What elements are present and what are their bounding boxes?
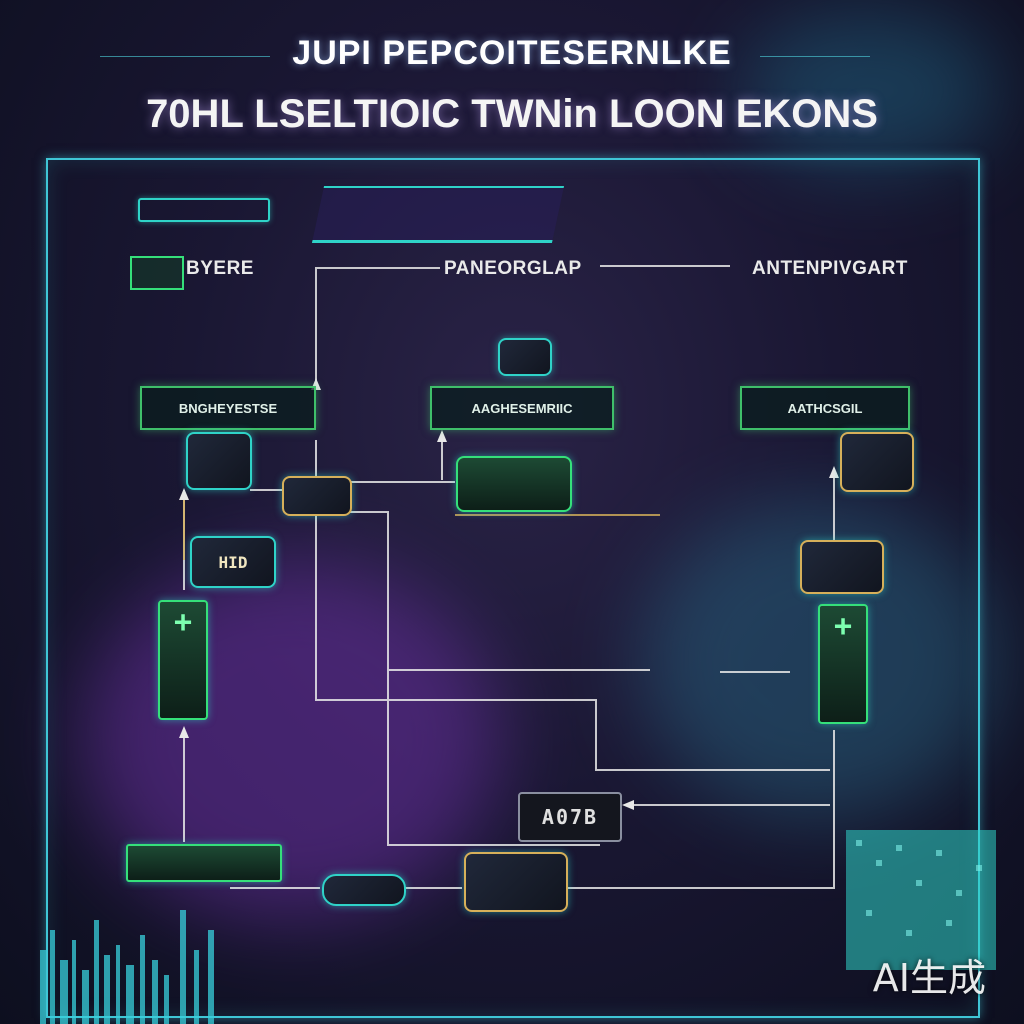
plus-icon-left: +	[174, 608, 192, 638]
arrow-counter-left	[622, 800, 634, 810]
arrow-left-lower-up	[179, 726, 189, 738]
top-panel-left	[138, 198, 270, 222]
label-right: AATHCSGIL	[740, 386, 910, 430]
column-title-left: BYERE	[186, 258, 254, 280]
device-module-right-mid	[800, 540, 884, 594]
device-module-left-mid	[282, 476, 352, 516]
battery-module-left: +	[158, 600, 208, 720]
skyline-right	[846, 790, 996, 970]
device-module-bottom-small	[322, 874, 406, 906]
label-left: BNGHEYESTSE	[140, 386, 316, 430]
battery-module-right: +	[818, 604, 868, 724]
counter-display-bottom: A07B	[518, 792, 622, 842]
label-center: AAGHESEMRIIC	[430, 386, 614, 430]
arrow-center-up	[437, 430, 447, 442]
wire-top-left	[316, 268, 440, 382]
top-panel-center	[312, 186, 564, 243]
counter-module-left: HID	[190, 536, 276, 588]
device-module-center	[456, 456, 572, 512]
device-module-left-top	[186, 432, 252, 490]
column-title-center: PANEORGLAP	[444, 258, 582, 280]
plus-icon-right: +	[834, 612, 852, 642]
device-module-bottom-center	[464, 852, 568, 912]
arrow-left-up	[179, 488, 189, 500]
device-module-bottom-left	[126, 844, 282, 882]
watermark: AI生成	[873, 947, 986, 1002]
device-module-right-top	[840, 432, 914, 492]
column-title-right: ANTENPIVGART	[752, 258, 908, 280]
skyline-left	[30, 900, 230, 1024]
arrow-right-up	[829, 466, 839, 478]
wire-mid-long	[316, 440, 830, 770]
device-module-center-top	[498, 338, 552, 376]
left-tab	[130, 256, 184, 290]
